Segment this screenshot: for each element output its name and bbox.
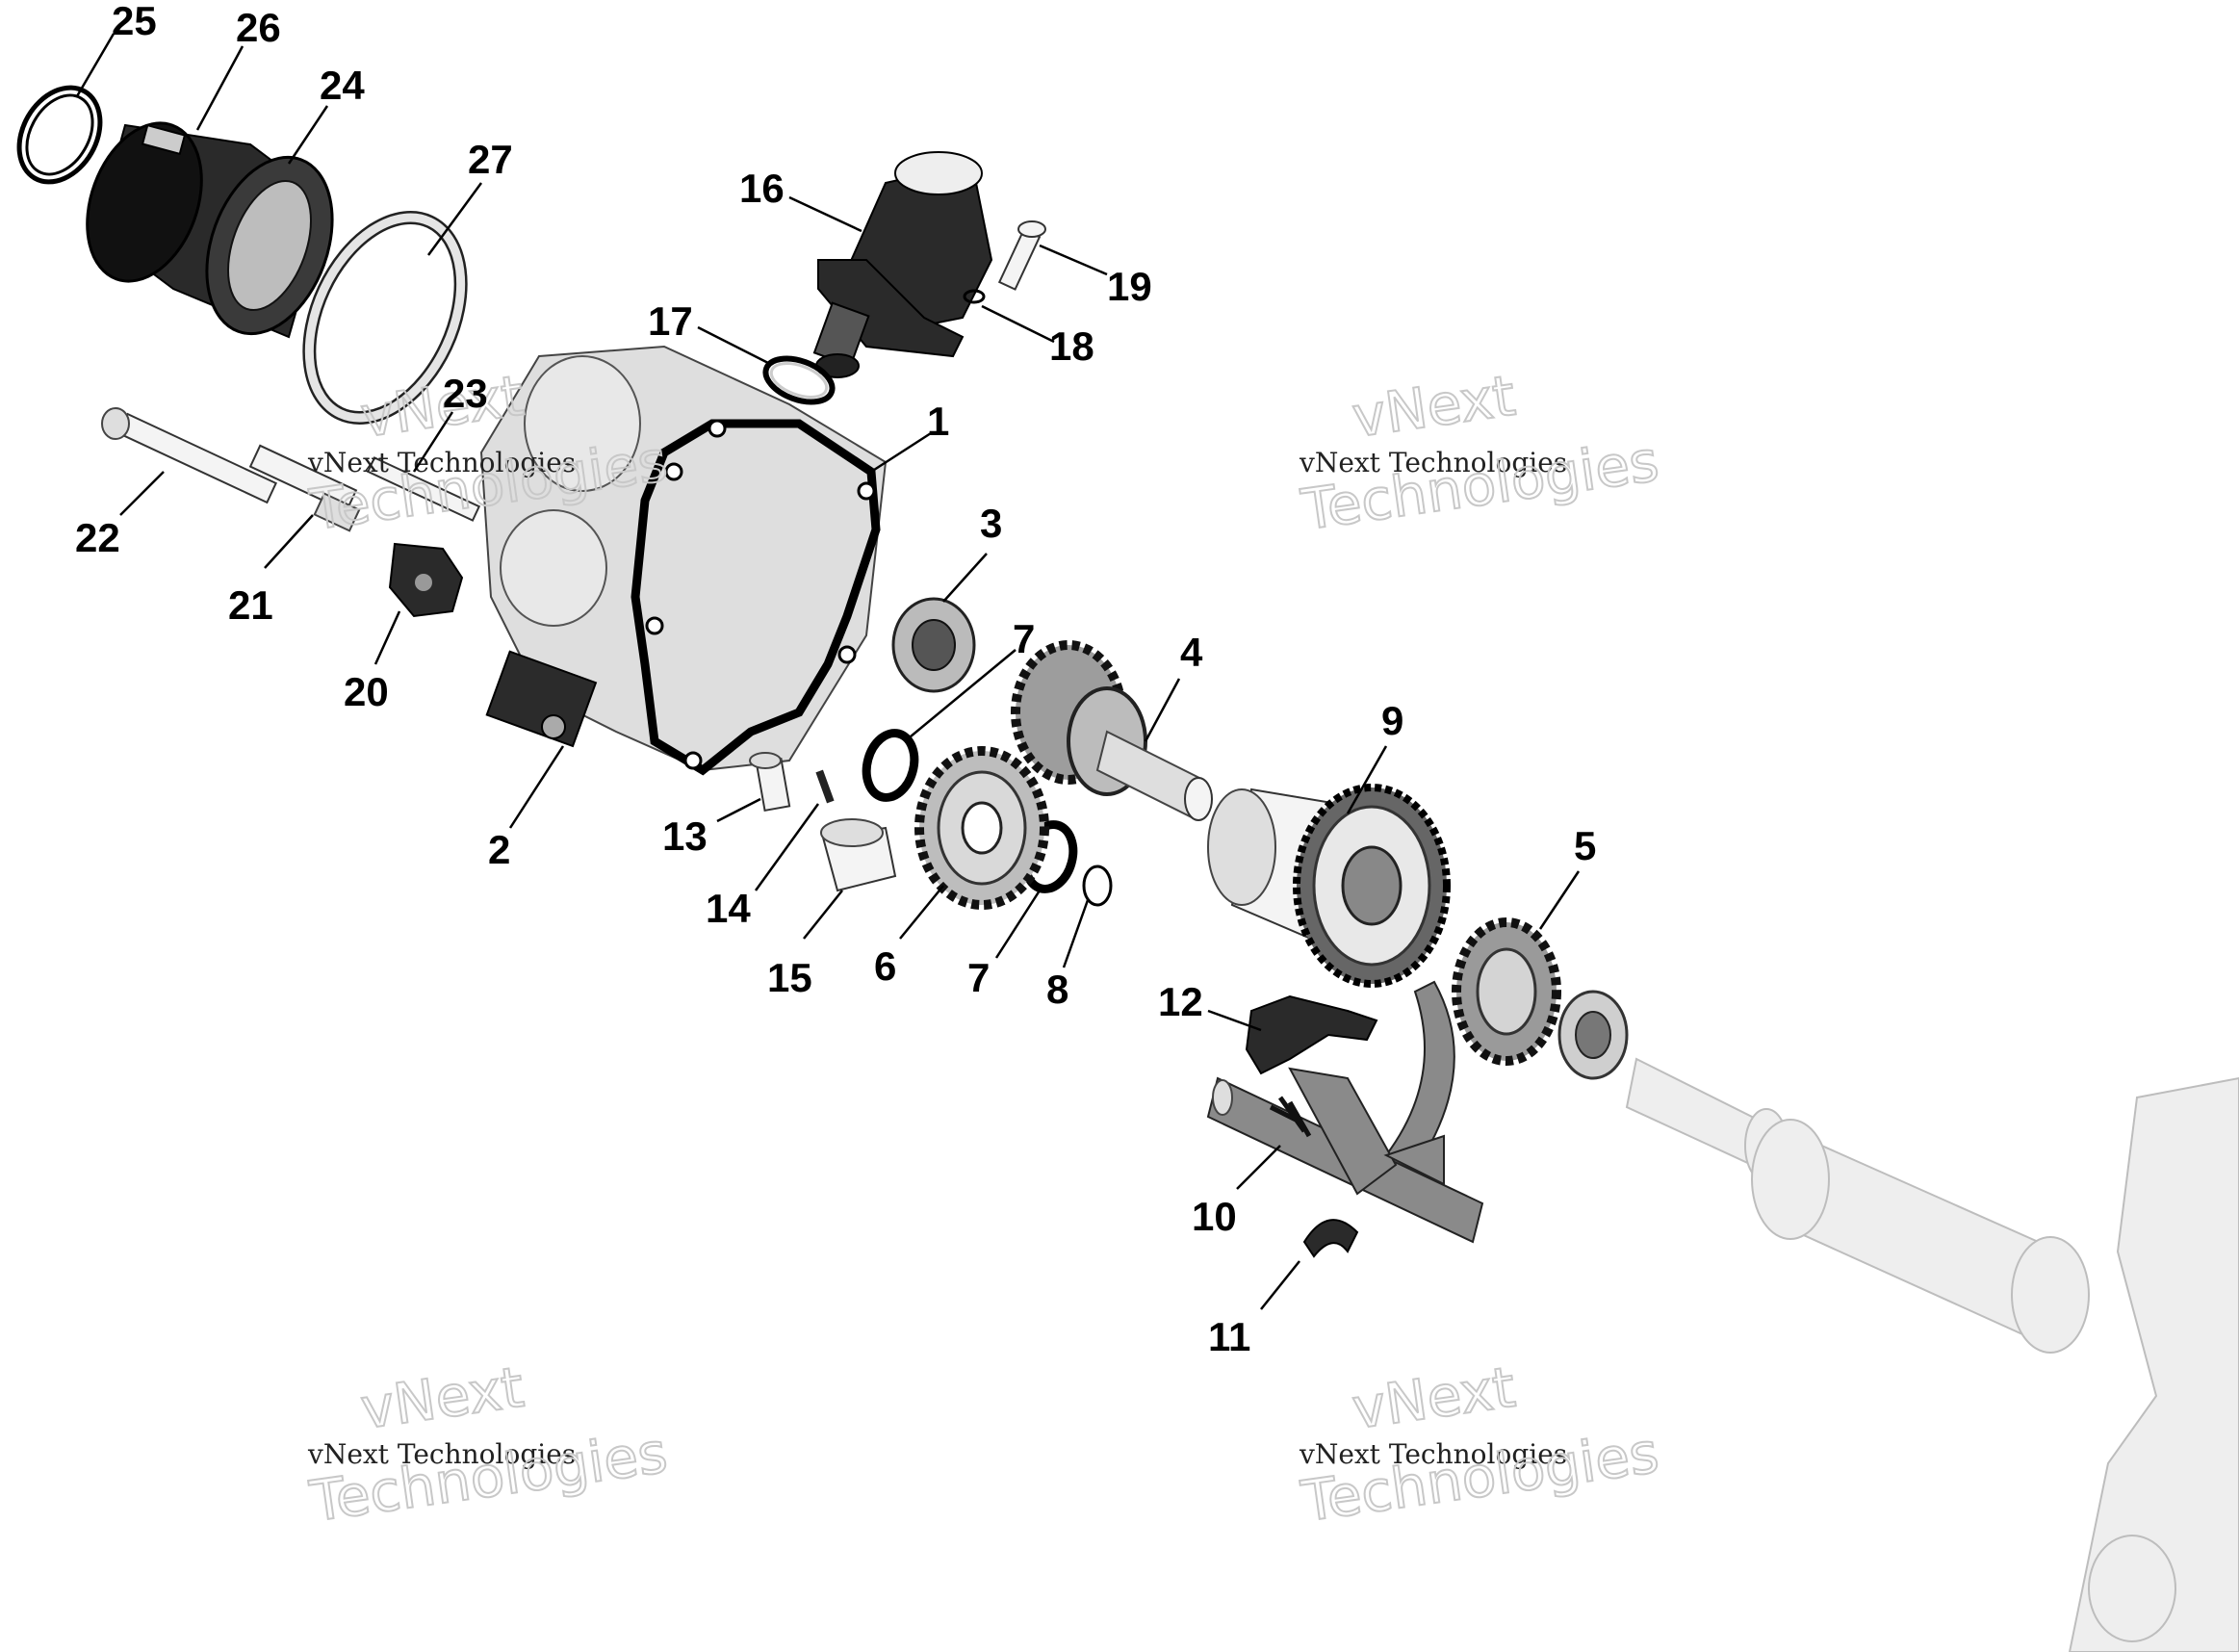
callout-16: 16 (739, 166, 785, 211)
callout-18: 18 (1049, 323, 1094, 369)
callout-17: 17 (648, 298, 693, 344)
clip-11 (1302, 1219, 1359, 1258)
svg-text:Technologies: Technologies (1298, 428, 1662, 543)
plug-15 (820, 818, 897, 892)
boot-24-26 (86, 121, 334, 339)
housing-2 (479, 345, 888, 772)
gear-5 (1452, 917, 1561, 1066)
washer-7-upper (862, 729, 919, 802)
callout-21: 21 (228, 582, 273, 628)
callout-5: 5 (1574, 823, 1596, 868)
watermark-3: vNext vNext Technologies Technologies (305, 1354, 672, 1536)
bolt-23 (366, 456, 481, 522)
watermark-4: vNext vNext Technologies Technologies (1297, 1354, 1663, 1536)
callout-27: 27 (468, 137, 513, 182)
bearing-3 (891, 597, 976, 693)
callout-1: 1 (927, 399, 949, 444)
svg-text:vNext Technologies: vNext Technologies (307, 447, 576, 478)
callout-22: 22 (75, 515, 120, 560)
svg-text:vNext Technologies: vNext Technologies (1299, 1438, 1567, 1470)
pin-14 (815, 769, 835, 804)
callout-6: 6 (874, 943, 896, 989)
bolt-13 (749, 752, 791, 813)
callout-2: 2 (488, 827, 510, 872)
gear-6 (914, 746, 1049, 910)
callout-8: 8 (1046, 967, 1068, 1012)
callout-19: 19 (1107, 264, 1152, 309)
lever-12 (1245, 994, 1378, 1075)
watermark-2: vNext vNext Technologies Technologies (1297, 362, 1663, 544)
clamp-27 (302, 211, 468, 425)
svg-text:vNext Technologies: vNext Technologies (1299, 447, 1567, 478)
svg-text:Technologies: Technologies (1298, 1420, 1662, 1535)
bolt-22 (101, 407, 278, 504)
gasket-1 (631, 419, 881, 776)
callout-7-lower: 7 (967, 955, 990, 1000)
svg-text:vNext: vNext (1349, 363, 1519, 451)
callout-20: 20 (344, 669, 389, 714)
o-ring-25 (16, 85, 103, 185)
sensor-21 (248, 444, 361, 532)
svg-text:Technologies: Technologies (306, 1420, 671, 1535)
callout-10: 10 (1192, 1194, 1237, 1239)
bearing-rear (1557, 990, 1629, 1080)
callout-3: 3 (980, 501, 1002, 546)
washer-18 (963, 289, 986, 304)
callout-12: 12 (1158, 979, 1203, 1024)
circlip-8 (1082, 865, 1113, 907)
seal-ring-17 (762, 355, 836, 405)
callout-25: 25 (112, 0, 157, 43)
bracket-20 (388, 542, 464, 618)
svg-text:vNext: vNext (357, 1355, 528, 1442)
callout-7-upper: 7 (1013, 616, 1035, 661)
callout-15: 15 (767, 955, 812, 1000)
callout-24: 24 (320, 63, 365, 108)
shaft-gear-4 (1011, 640, 1213, 821)
callout-23: 23 (443, 371, 488, 416)
actuator-16 (812, 151, 993, 378)
callout-11: 11 (1208, 1314, 1250, 1359)
callout-13: 13 (662, 813, 708, 859)
callout-9: 9 (1381, 698, 1403, 743)
svg-text:vNext: vNext (1349, 1355, 1519, 1442)
callout-4: 4 (1180, 630, 1203, 675)
callout-14: 14 (706, 886, 751, 931)
bolt-19 (997, 220, 1046, 291)
hub-9 (1207, 784, 1451, 988)
svg-text:vNext Technologies: vNext Technologies (307, 1438, 576, 1470)
callout-26: 26 (236, 5, 281, 50)
shift-drum-10 (1206, 980, 1484, 1244)
ghost-parts (1625, 1057, 2239, 1652)
leader-lines (75, 33, 1581, 1310)
